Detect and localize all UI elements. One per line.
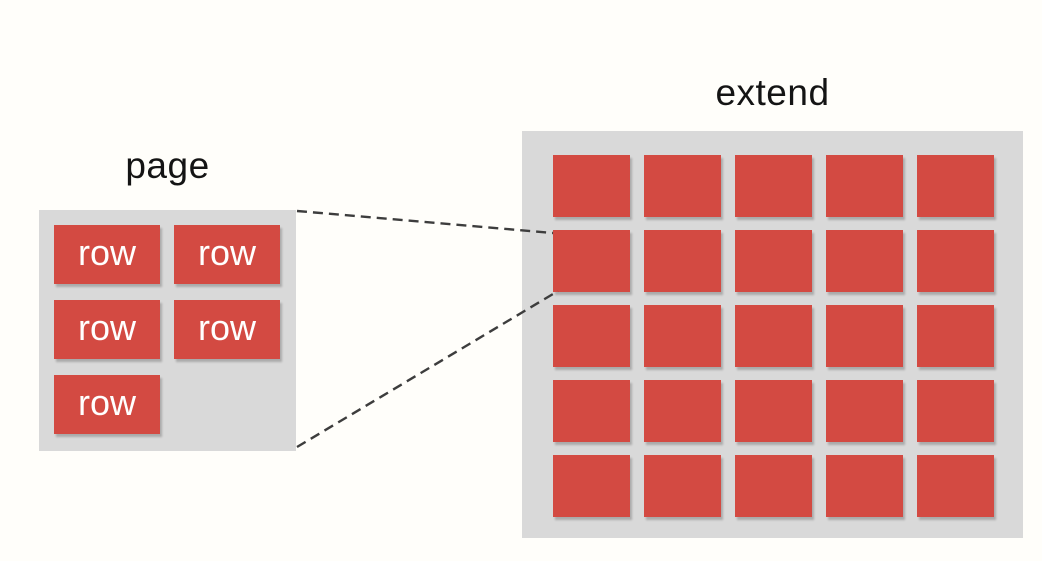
extend-cell-block xyxy=(735,380,812,442)
extend-cell-block xyxy=(644,380,721,442)
page-row-block: row xyxy=(54,375,160,434)
page-to-extend-bottom-connector xyxy=(296,289,559,449)
extend-cell-block xyxy=(735,305,812,367)
extend-cell-block xyxy=(644,155,721,217)
extend-cell-block xyxy=(644,230,721,292)
page-to-extend-top-connector xyxy=(296,209,554,235)
extend-cell-block xyxy=(826,305,903,367)
extend-panel xyxy=(522,131,1023,538)
page-row-block: row xyxy=(54,300,160,359)
extend-cell-block xyxy=(644,305,721,367)
extend-cell-block xyxy=(917,155,994,217)
extend-cell-block xyxy=(917,455,994,517)
page-row-block: row xyxy=(174,225,280,284)
extend-cell-block xyxy=(826,455,903,517)
extend-cell-block xyxy=(553,155,630,217)
extend-cell-block xyxy=(917,380,994,442)
extend-cell-block xyxy=(735,155,812,217)
extend-cell-block xyxy=(826,230,903,292)
extend-cell-block xyxy=(917,305,994,367)
extend-cell-block xyxy=(553,305,630,367)
extend-cell-block xyxy=(644,455,721,517)
extend-cell-block xyxy=(826,155,903,217)
extend-label: extend xyxy=(715,72,830,113)
extend-cell-block xyxy=(553,380,630,442)
extend-cell-block xyxy=(553,455,630,517)
extend-cell-block xyxy=(553,230,630,292)
extend-cell-block xyxy=(735,455,812,517)
page-label: page xyxy=(125,145,210,186)
extend-cell-block xyxy=(735,230,812,292)
extend-cell-block xyxy=(917,230,994,292)
page-row-block: row xyxy=(174,300,280,359)
extend-cell-block xyxy=(826,380,903,442)
page-row-block: row xyxy=(54,225,160,284)
